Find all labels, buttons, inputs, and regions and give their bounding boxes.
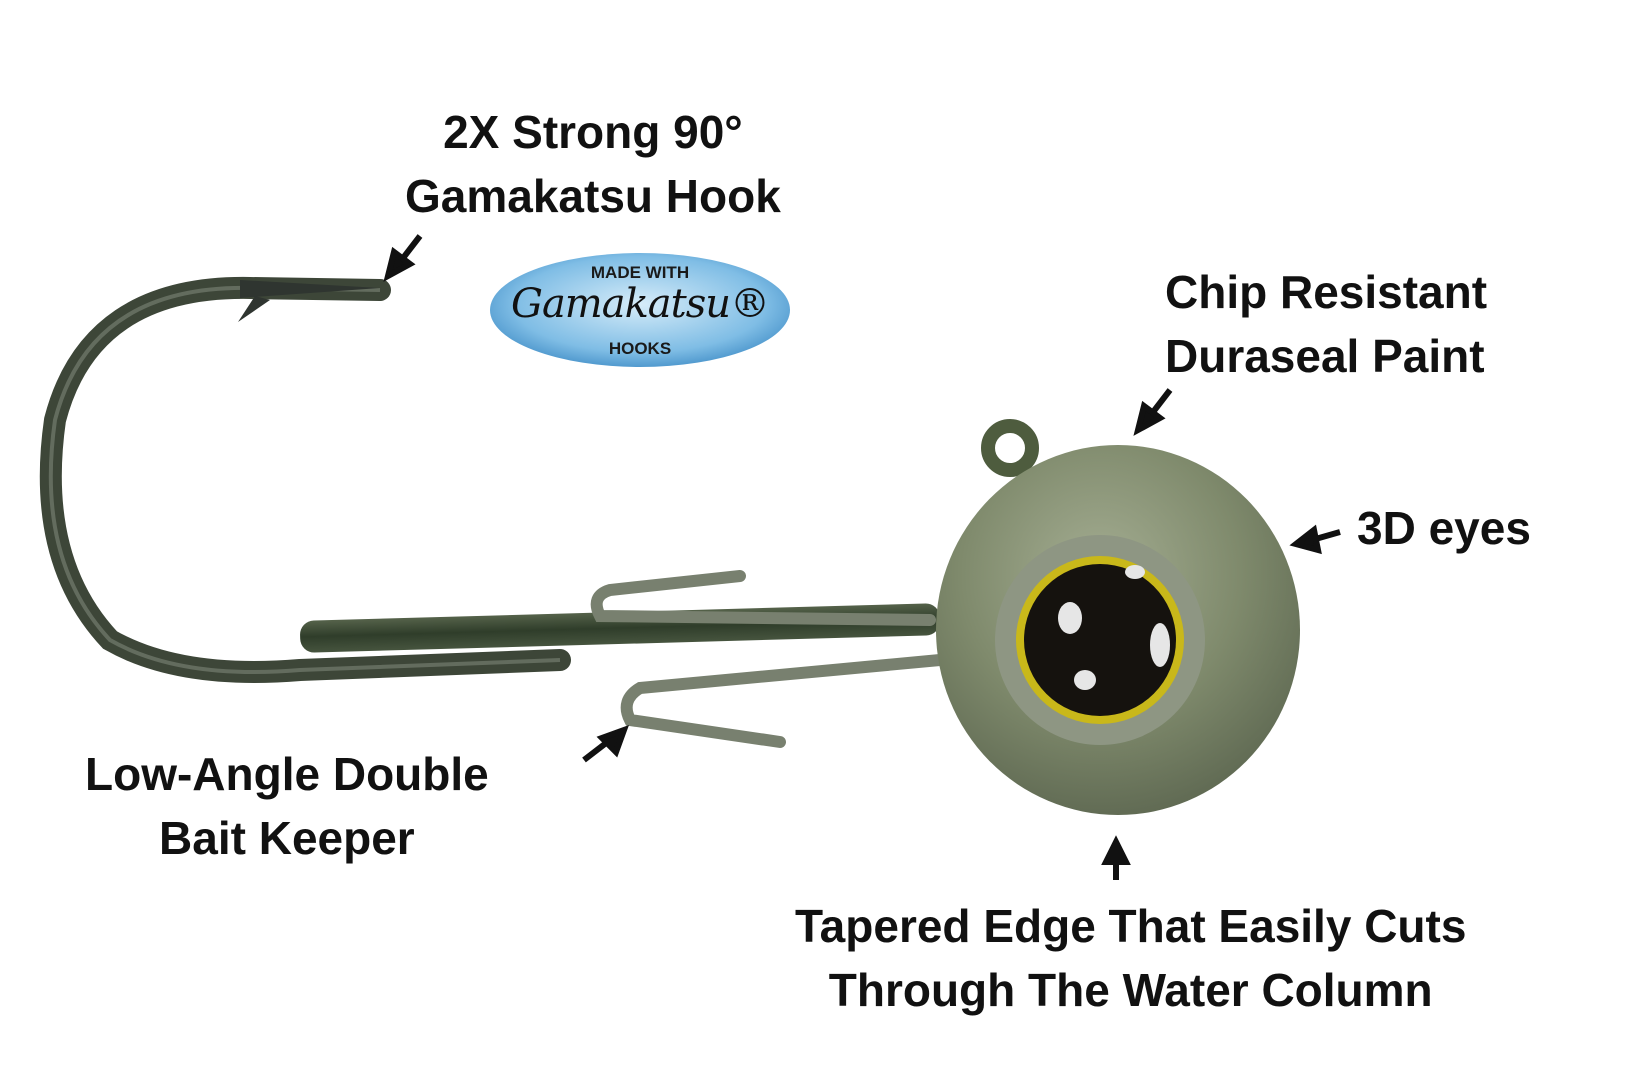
gamakatsu-logo: MADE WITH Gamakatsu® HOOKS — [488, 251, 792, 369]
bait-keeper-upper — [590, 570, 936, 626]
hook-label: 2X Strong 90° Gamakatsu Hook — [405, 106, 781, 222]
logo-top-text: MADE WITH — [590, 263, 690, 282]
edge-label: Tapered Edge That Easily Cuts Through Th… — [795, 900, 1467, 1016]
eyes-label: 3D eyes — [1357, 502, 1531, 554]
hook-barb — [238, 296, 270, 322]
paint-label: Chip Resistant Duraseal Paint — [1165, 266, 1488, 382]
eye — [1024, 564, 1176, 716]
hook-bend — [39, 276, 571, 683]
line-tie — [981, 419, 1039, 477]
keeper-label: Low-Angle Double Bait Keeper — [85, 748, 489, 864]
hook-point — [240, 280, 380, 298]
logo-brand-text: Gamakatsu® — [510, 281, 770, 327]
arrow-icon — [383, 234, 1341, 880]
logo-bottom-text: HOOKS — [608, 339, 672, 358]
bait-keeper-lower — [620, 654, 946, 748]
